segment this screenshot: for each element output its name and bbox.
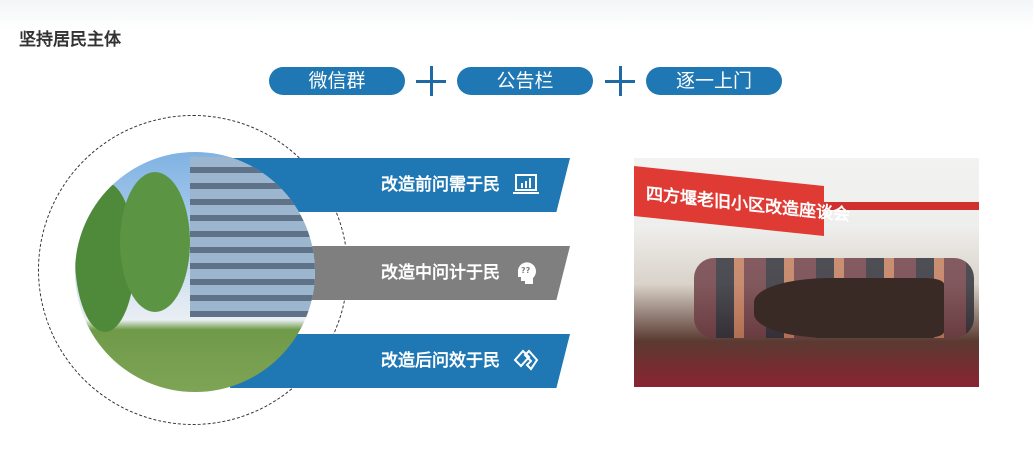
laptop-chart-icon xyxy=(513,174,539,194)
svg-text:??: ?? xyxy=(521,266,531,275)
channel-door-to-door: 逐一上门 xyxy=(646,67,782,95)
meeting-banner-text: 四方堰老旧小区改造座谈会 xyxy=(646,184,850,226)
top-fade xyxy=(0,0,1033,30)
channel-bulletin-board: 公告栏 xyxy=(457,67,593,95)
meeting-photo: 四方堰老旧小区改造座谈会 xyxy=(634,158,979,387)
section-title: 坚持居民主体 xyxy=(19,30,121,50)
head-question-icon: ?? xyxy=(517,262,536,284)
plus-icon xyxy=(416,66,446,96)
handshake-icon xyxy=(513,349,539,371)
banner-label: 改造前问需于民 xyxy=(381,175,500,195)
plus-icon xyxy=(605,66,635,96)
residential-building-photo xyxy=(75,152,315,392)
banner-label: 改造后问效于民 xyxy=(381,351,500,371)
banner-label: 改造中问计于民 xyxy=(381,263,500,283)
channel-wechat-group: 微信群 xyxy=(269,67,405,95)
